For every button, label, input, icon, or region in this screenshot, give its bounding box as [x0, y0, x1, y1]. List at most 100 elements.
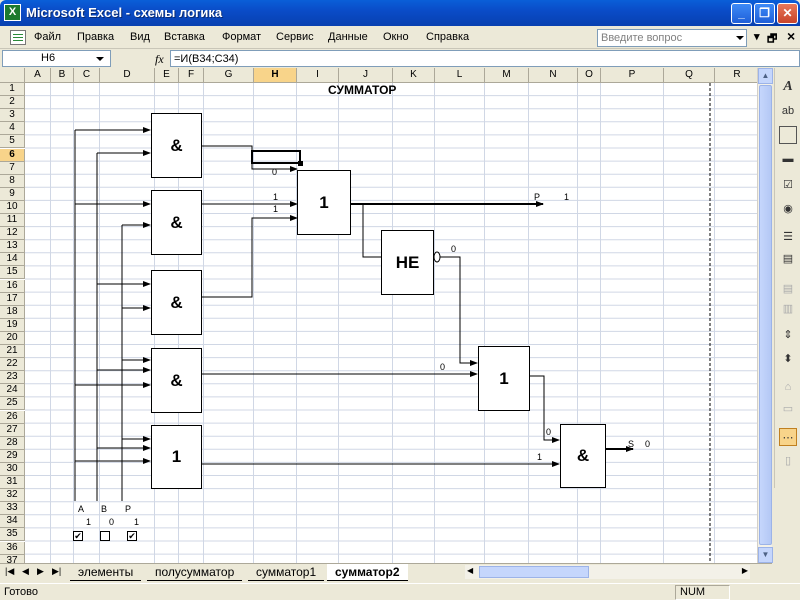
menu-edit[interactable]: Правка [77, 31, 115, 43]
name-box[interactable]: H6 [2, 50, 111, 67]
menu-insert[interactable]: Вставка [164, 31, 205, 43]
row-header-26[interactable]: 26 [0, 410, 25, 424]
workbook-icon[interactable] [10, 30, 26, 45]
button-tool-icon[interactable]: ▬ [782, 153, 794, 165]
row-header-20[interactable]: 20 [0, 331, 25, 345]
column-header-b[interactable]: B [51, 68, 74, 83]
menu-tools[interactable]: Сервис [276, 31, 314, 43]
column-header-g[interactable]: G [204, 68, 254, 83]
chevron-down-icon[interactable] [96, 57, 104, 61]
combo-drop-tool-icon[interactable]: ▥ [782, 303, 794, 315]
column-header-o[interactable]: O [578, 68, 601, 83]
row-header-11[interactable]: 11 [0, 214, 25, 227]
column-header-e[interactable]: E [155, 68, 179, 83]
row-header-9[interactable]: 9 [0, 187, 25, 201]
formula-input[interactable]: =И(B34;C34) [170, 50, 800, 67]
scroll-right-icon[interactable]: ▶ [741, 566, 748, 575]
label-tool-icon[interactable]: A [783, 79, 793, 94]
doc-restore-button[interactable]: 🗗 [767, 33, 778, 45]
scroll-left-icon[interactable]: ◀ [467, 566, 474, 575]
row-header-7[interactable]: 7 [0, 161, 25, 175]
row-header-17[interactable]: 17 [0, 292, 25, 306]
select-all-corner[interactable] [0, 68, 25, 83]
and-gate-4[interactable]: & [151, 348, 202, 413]
and-gate-3[interactable]: & [151, 270, 202, 335]
scroll-up-icon[interactable]: ▲ [758, 68, 773, 84]
minimize-button[interactable]: _ [731, 3, 752, 24]
row-header-15[interactable]: 15 [0, 266, 25, 280]
row-header-16[interactable]: 16 [0, 279, 25, 293]
menu-view[interactable]: Вид [130, 31, 150, 43]
column-header-n[interactable]: N [529, 68, 578, 83]
input-a-checkbox[interactable]: ✔ [73, 531, 83, 541]
row-header-5[interactable]: 5 [0, 135, 25, 149]
row-header-8[interactable]: 8 [0, 174, 25, 188]
row-header-33[interactable]: 33 [0, 502, 25, 516]
row-header-32[interactable]: 32 [0, 489, 25, 503]
menu-window[interactable]: Окно [383, 31, 409, 43]
row-header-37[interactable]: 37 [0, 554, 25, 563]
editbox-tool-icon[interactable]: ab [781, 105, 795, 117]
row-header-4[interactable]: 4 [0, 122, 25, 136]
not-gate[interactable]: НЕ [381, 230, 434, 295]
column-header-q[interactable]: Q [664, 68, 715, 83]
restore-button[interactable]: ❐ [754, 3, 775, 24]
and-gate-5[interactable]: & [560, 424, 606, 488]
column-header-j[interactable]: J [339, 68, 393, 83]
last-sheet-icon[interactable]: ▶| [52, 566, 62, 576]
column-header-p[interactable]: P [601, 68, 664, 83]
or-gate-2[interactable]: 1 [151, 425, 202, 489]
scroll-down-icon[interactable]: ▼ [758, 547, 773, 563]
scroll-thumb[interactable] [759, 85, 772, 545]
input-p-checkbox[interactable]: ✔ [127, 531, 137, 541]
row-header-1[interactable]: 1 [0, 83, 25, 96]
fx-icon[interactable]: fx [155, 52, 164, 66]
selected-cell-h6[interactable] [251, 150, 303, 166]
menu-data[interactable]: Данные [328, 31, 368, 43]
column-header-d[interactable]: D [100, 68, 155, 83]
properties-tool-icon[interactable]: ⌂ [784, 381, 792, 393]
option-tool-icon[interactable]: ◉ [783, 203, 793, 215]
column-header-c[interactable]: C [74, 68, 100, 83]
combobox-tool-icon[interactable]: ▤ [782, 253, 794, 265]
menu-format[interactable]: Формат [222, 31, 262, 43]
and-gate-2[interactable]: & [151, 190, 202, 255]
row-header-31[interactable]: 31 [0, 476, 25, 489]
or-gate-3[interactable]: 1 [478, 346, 530, 411]
row-header-13[interactable]: 13 [0, 240, 25, 254]
row-header-21[interactable]: 21 [0, 345, 25, 358]
prev-sheet-icon[interactable]: ◀ [22, 566, 29, 576]
row-header-34[interactable]: 34 [0, 515, 25, 529]
row-header-23[interactable]: 23 [0, 371, 25, 385]
row-header-36[interactable]: 36 [0, 541, 25, 555]
column-header-f[interactable]: F [179, 68, 204, 83]
row-header-19[interactable]: 19 [0, 318, 25, 332]
row-header-3[interactable]: 3 [0, 109, 25, 123]
row-header-2[interactable]: 2 [0, 96, 25, 110]
tab-half-adder[interactable]: полусумматор [147, 564, 243, 581]
menu-file[interactable]: Файл [34, 31, 62, 43]
column-header-a[interactable]: A [25, 68, 51, 83]
close-button[interactable]: ✕ [777, 3, 798, 24]
run-dialog-tool-icon[interactable]: ▯ [784, 455, 792, 467]
row-header-25[interactable]: 25 [0, 397, 25, 411]
column-header-m[interactable]: M [485, 68, 529, 83]
horizontal-scrollbar[interactable]: ◀ ▶ [465, 565, 750, 579]
vertical-scrollbar[interactable]: ▲ ▼ [757, 68, 773, 563]
listbox-tool-icon[interactable]: ☰ [783, 231, 793, 243]
checkbox-tool-icon[interactable]: ☑ [783, 179, 793, 191]
combo-list-tool-icon[interactable]: ▤ [782, 283, 794, 295]
row-header-35[interactable]: 35 [0, 528, 25, 542]
and-gate-1[interactable]: & [151, 113, 202, 178]
next-sheet-icon[interactable]: ▶ [37, 566, 44, 576]
input-b-checkbox[interactable] [100, 531, 110, 541]
spinner-tool-icon[interactable]: ⬍ [783, 353, 793, 365]
tab-elements[interactable]: элементы [70, 564, 142, 581]
grid-tool-icon[interactable]: ⋯ [779, 428, 797, 446]
column-header-k[interactable]: K [393, 68, 435, 83]
scrollbar-tool-icon[interactable]: ⇕ [783, 329, 793, 341]
row-header-24[interactable]: 24 [0, 384, 25, 398]
row-header-27[interactable]: 27 [0, 423, 25, 437]
tab-adder2[interactable]: сумматор2 [327, 564, 408, 581]
